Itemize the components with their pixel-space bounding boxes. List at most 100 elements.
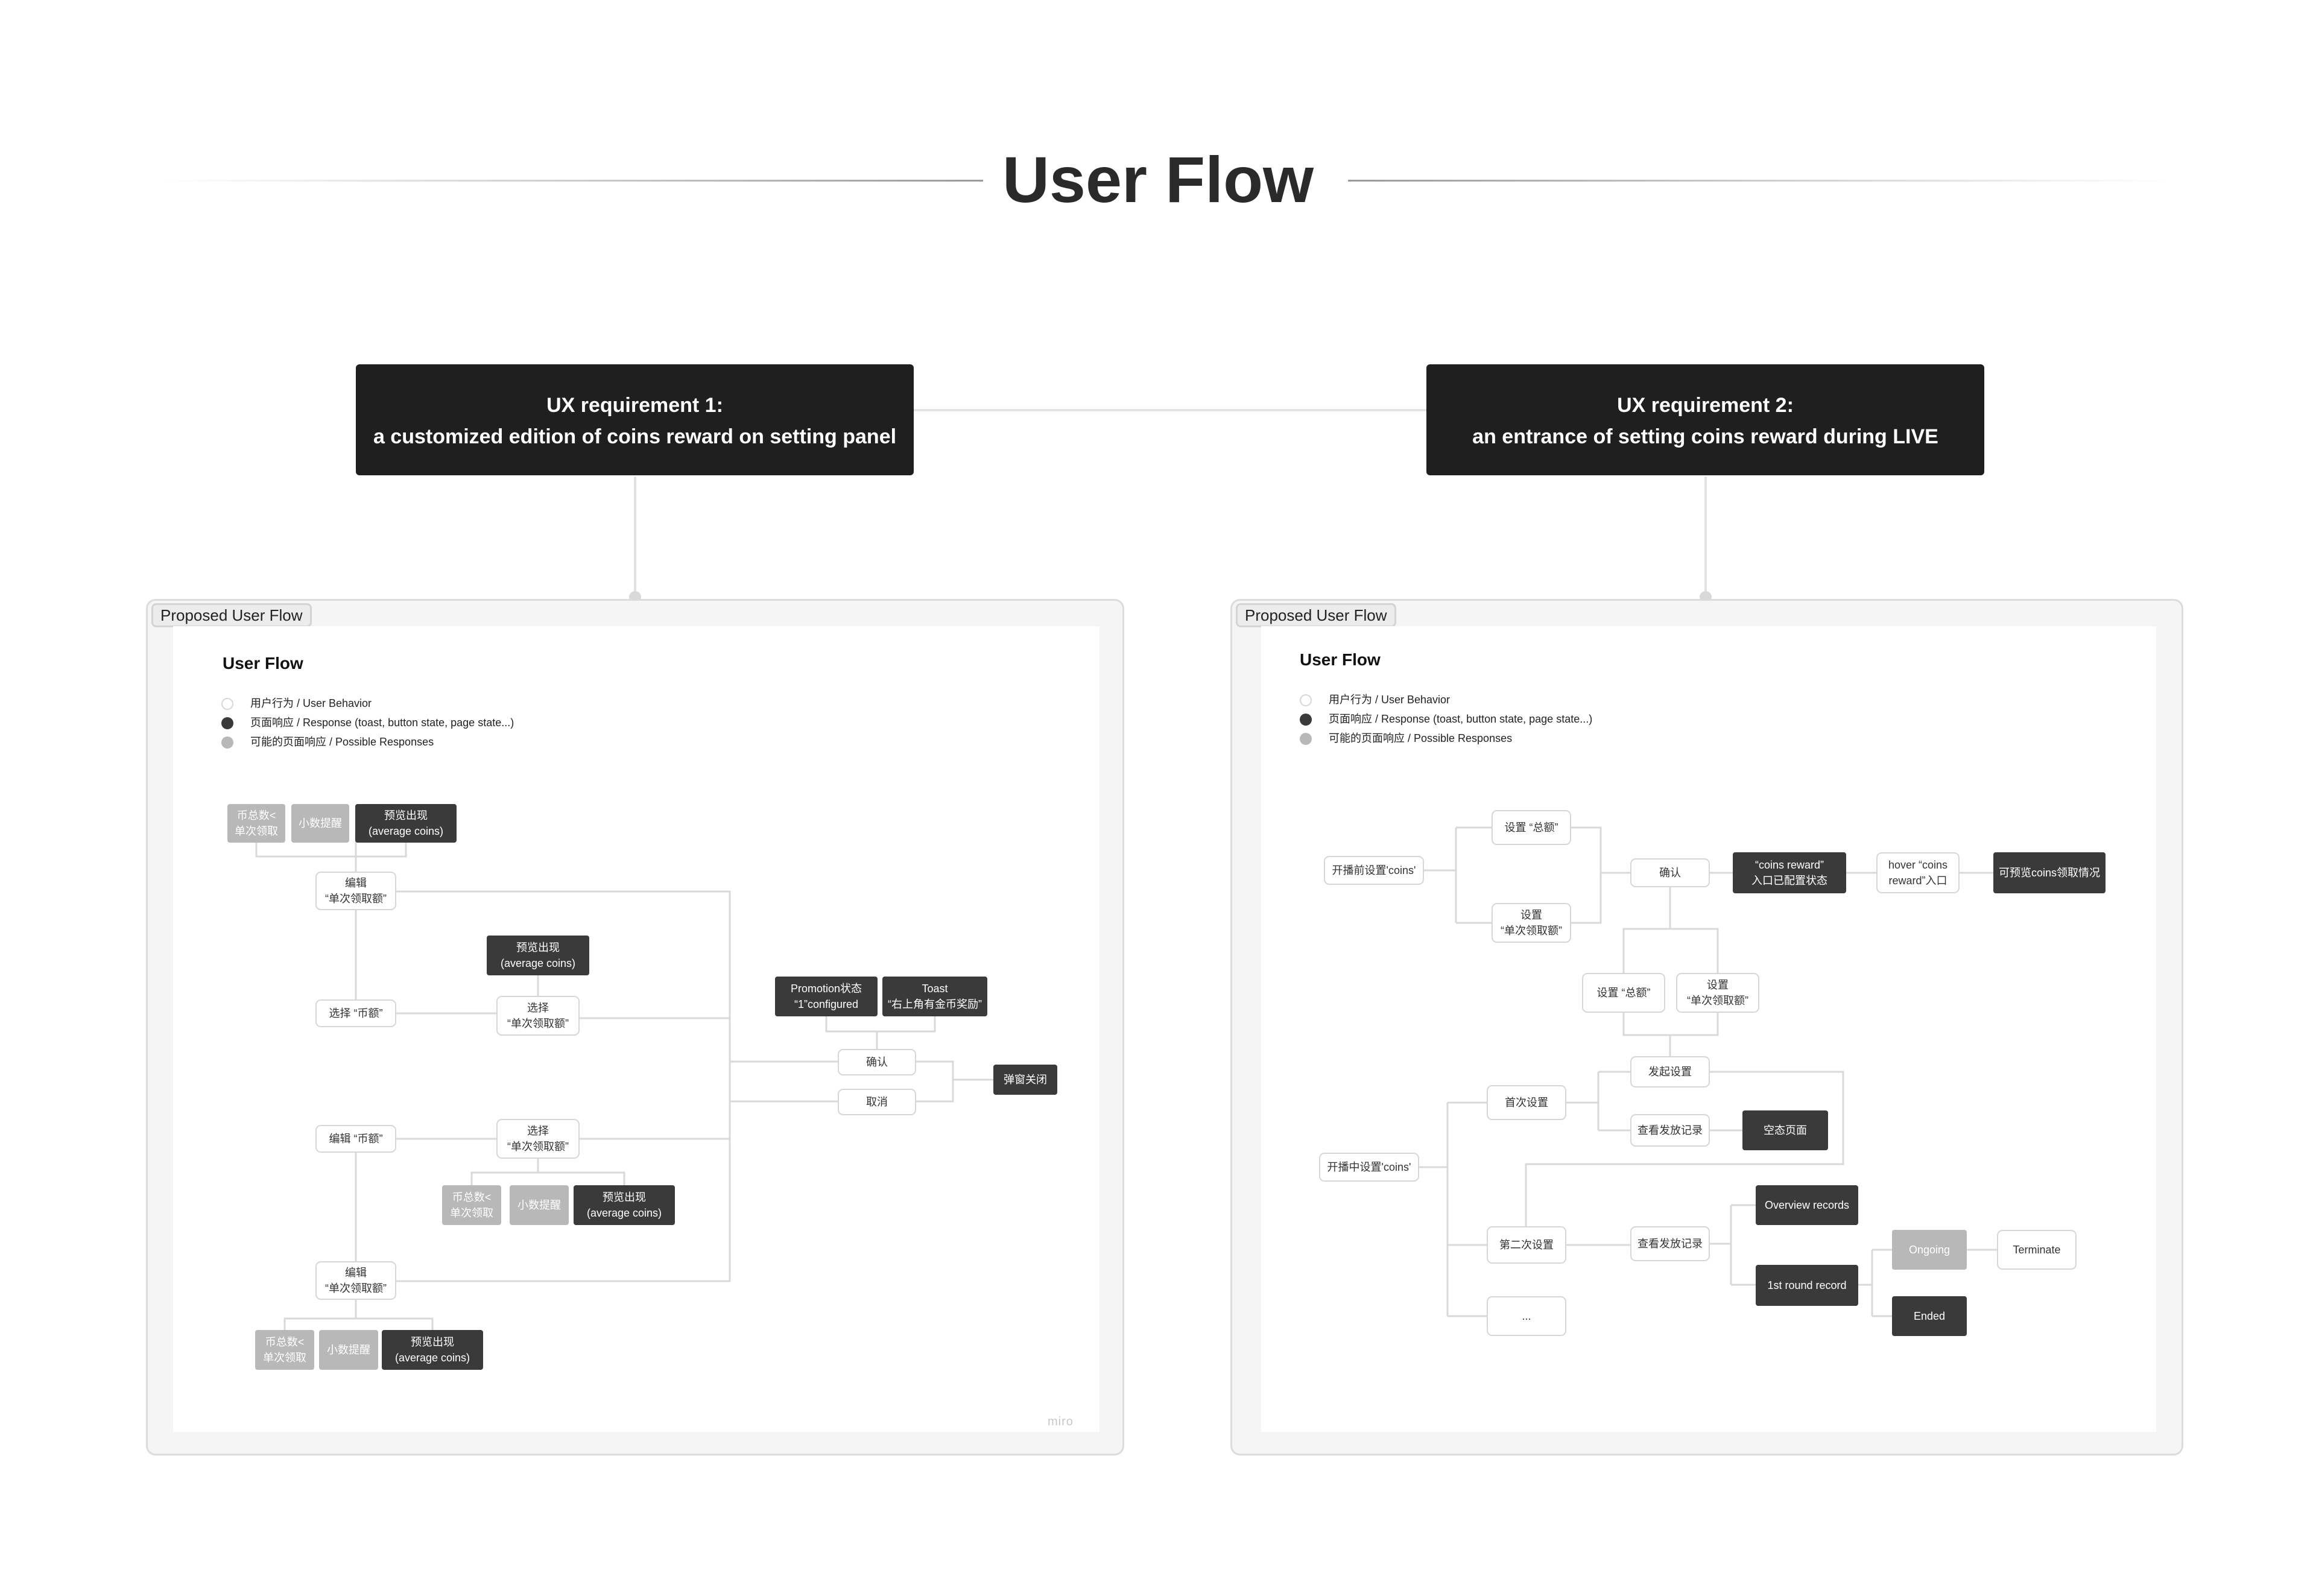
flow-node-white[interactable]: 选择“单次领取额” [496,1119,580,1159]
proposed-flow-frame-1[interactable]: Proposed User Flow User Flow 用户行为 / User… [146,599,1124,1455]
ux-requirement-1: UX requirement 1: a customized edition o… [356,364,914,475]
flow-node-dark[interactable]: 预览出现(average coins) [382,1330,483,1370]
flow-node-gray[interactable]: Ongoing [1892,1230,1967,1270]
flow-node-label: “coins reward” [1755,859,1824,871]
flow-node-label: 查看发放记录 [1637,1124,1703,1136]
flow-node-label: Overview records [1765,1199,1849,1211]
flow-node-white[interactable]: 设置 “总额” [1492,810,1571,845]
flow-node-white[interactable]: 设置“单次领取额” [1492,903,1571,943]
flow-connector [396,890,731,1282]
flow-node-box [1487,1296,1566,1336]
flow-node-label: (average coins) [587,1207,662,1219]
flow-node-box [1892,1296,1967,1336]
flow-node-label: 第二次设置 [1499,1239,1554,1251]
flow-node-white[interactable]: 编辑“单次领取额” [315,1261,396,1300]
legend-text: 可能的页面响应 / Possible Responses [1329,732,1513,744]
flow-node-white[interactable]: 开播中设置'coins' [1319,1153,1419,1182]
flow-node-dark[interactable]: 可预览coins领取情况 [1993,852,2106,893]
flow-node-gray[interactable]: 小数提醒 [510,1185,569,1225]
flow-connector [470,1171,625,1186]
flow-node-label: 选择 [527,1002,549,1014]
flow-node-label: 币总数< [452,1191,492,1203]
flow-node-white[interactable]: 首次设置 [1487,1085,1566,1120]
flow-node-dark[interactable]: 预览出现(average coins) [574,1185,675,1225]
flow-node-white[interactable]: 设置 “总额” [1582,973,1665,1013]
flow-node-white[interactable]: 设置“单次领取额” [1676,973,1759,1013]
flow-connector [1571,826,1631,874]
flow-node-label: 币总数< [237,809,276,822]
flow-node-label: 编辑 [345,877,367,889]
flow-node-gray[interactable]: 币总数<单次领取 [227,804,285,843]
flow-node-dark[interactable]: 1st round record [1756,1265,1858,1306]
title-line-right [1348,180,2168,182]
flow-node-white[interactable]: 编辑 “币额” [315,1125,396,1153]
flow-node-label: 选择 [527,1125,549,1137]
flow-node-gray[interactable]: 币总数< 单次领取 [442,1185,501,1225]
flow-node-white[interactable]: Terminate [1997,1230,2077,1270]
flow-node-box [1492,810,1571,845]
flow-node-box [319,1330,378,1370]
flow-node-dark[interactable]: 预览出现(average coins) [487,936,589,975]
legend-text: 用户行为 / User Behavior [250,697,372,709]
flow-node-label: 预览出现 [384,809,428,822]
flow-node-gray[interactable]: 小数提醒 [291,804,349,843]
flow-node-label: reward”入口 [1888,875,1947,887]
flow-node-label: “单次领取额” [1687,995,1748,1007]
frame-tag-1[interactable]: Proposed User Flow [151,603,312,627]
flow-node-box [574,1185,675,1225]
flow-node-white[interactable]: 第二次设置 [1487,1226,1566,1264]
req2-to-panel2-connector [1704,477,1707,596]
flow-node-label: (average coins) [501,957,575,969]
legend-dot-gray [221,736,233,749]
flow-node-white[interactable]: 选择 “币额” [315,999,396,1027]
flow-node-label: 单次领取 [263,1352,306,1364]
flow-node-white[interactable]: 编辑“单次领取额” [315,872,396,910]
flow-node-white[interactable]: 查看发放记录 [1630,1114,1710,1147]
flow-node-white[interactable]: ... [1487,1296,1566,1336]
flow-node-label: 小数提醒 [517,1199,561,1211]
flow-node-white[interactable]: 开播前设置'coins' [1324,856,1424,885]
flow-node-dark[interactable]: Toast“右上角有金币奖励” [882,977,987,1016]
flow-node-dark[interactable]: 弹窗关闭 [993,1065,1057,1095]
legend-text: 可能的页面响应 / Possible Responses [250,736,434,748]
flow-node-label: 取消 [866,1096,888,1108]
flow-node-dark[interactable]: 空态页面 [1742,1110,1828,1150]
flow-node-label: 确认 [1659,867,1681,879]
proposed-flow-frame-2[interactable]: Proposed User Flow User Flow 用户行为 / User… [1230,599,2183,1455]
flow-node-dark[interactable]: Ended [1892,1296,1967,1336]
flow-node-label: 入口已配置状态 [1751,875,1827,887]
legend-item: 用户行为 / User Behavior [221,694,514,713]
flow-title-2: User Flow [1300,650,1381,669]
flow-node-white[interactable]: 取消 [838,1089,916,1115]
flow-node-label: 小数提醒 [327,1344,370,1356]
flow-node-label: 单次领取 [450,1207,493,1219]
flow-node-white[interactable]: 查看发放记录 [1630,1226,1710,1261]
flow-node-white[interactable]: hover “coins reward”入口 [1876,852,1960,893]
flow-node-label: “右上角有金币奖励” [888,998,982,1010]
flow-connector [283,1317,434,1331]
flow-node-dark[interactable]: “coins reward” 入口已配置状态 [1733,852,1846,893]
flow-node-box [1756,1265,1858,1306]
flow-node-white[interactable]: 选择“单次领取额” [496,996,580,1036]
flow-node-gray[interactable]: 币总数<单次领取 [255,1330,314,1370]
flow-node-dark[interactable]: Overview records [1756,1185,1858,1225]
legend-text: 用户行为 / User Behavior [1329,694,1451,706]
flow-node-box [255,1330,314,1370]
flow-node-white[interactable]: 确认 [838,1049,916,1075]
flow-node-white[interactable]: 确认 [1630,858,1710,887]
flow-node-white[interactable]: 发起设置 [1630,1056,1710,1088]
flow-node-label: Promotion状态 [791,983,862,995]
flow-node-box [442,1185,501,1225]
flow-node-box [882,977,987,1016]
legend-dot-dark [1300,714,1312,726]
flow-node-box [227,804,285,843]
flow-node-box [838,1089,916,1115]
flow-node-dark[interactable]: Promotion状态“1”configured [775,977,878,1016]
flow-node-box [1993,852,2106,893]
flow-node-gray[interactable]: 小数提醒 [319,1330,378,1370]
flow-node-dark[interactable]: 预览出现(average coins) [355,804,457,843]
flow-node-box [382,1330,483,1370]
flow-node-box [1319,1153,1419,1182]
flow-node-label: hover “coins [1888,859,1947,871]
flow-node-label: 编辑 [345,1267,367,1279]
